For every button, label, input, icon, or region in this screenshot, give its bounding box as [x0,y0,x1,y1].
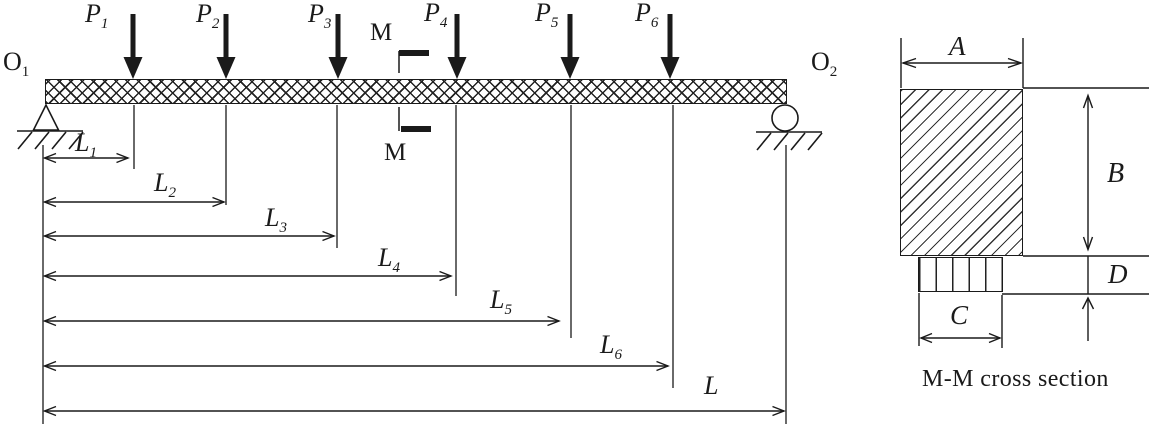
dimension-label-l1: L1 [75,128,98,162]
cross-section-bottom-strip [918,257,1003,292]
cross-section-height-label: B [1107,158,1125,189]
load-label-p6: P6 [635,0,659,32]
roller-circle [771,104,799,132]
dimension-label-l4: L4 [378,243,401,277]
load-label-p1: P1 [85,0,109,33]
dimension-label-l5: L5 [490,285,513,319]
dimension-label-l6: L6 [600,330,623,364]
cross-section-bottom-width-label: C [950,300,969,330]
beam-body [45,79,787,104]
left-support-label: O1 [3,47,30,81]
pin-support [17,103,84,150]
right-support-label: O2 [811,47,838,81]
cross-section-caption: M-M cross section [922,366,1109,392]
load-label-p3: P3 [308,0,332,33]
extension-lines [42,105,787,424]
cross-section-width-label: A [949,31,966,61]
cross-section-body [900,89,1023,256]
pin-triangle [32,103,60,131]
section-mark-top-label: M [370,19,393,46]
dimension-label-l: L [704,371,719,400]
section-mark-bottom-label: M [384,139,407,166]
dimension-label-l3: L3 [265,203,288,237]
dimension-label-l2: L2 [154,168,177,202]
cross-section-bottom-height-label: D [1108,259,1128,289]
roller-support [756,104,823,151]
load-label-p2: P2 [196,0,220,33]
load-label-p5: P5 [535,0,559,32]
load-label-p4: P4 [424,0,448,32]
